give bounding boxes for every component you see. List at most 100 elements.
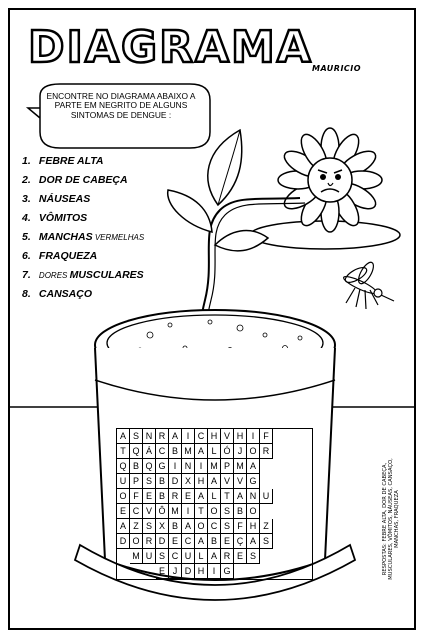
- symptom-item: 1. FEBRE ALTA: [22, 152, 242, 171]
- grid-cell: O: [247, 444, 260, 459]
- symptom-suffix: VERMELHAS: [92, 233, 145, 242]
- symptom-keyword: VÔMITOS: [38, 212, 88, 224]
- symptom-item: 8. CANSAÇO: [22, 285, 242, 304]
- symptom-keyword: DOR DE CABEÇA: [38, 174, 128, 186]
- grid-cell: M: [182, 444, 195, 459]
- grid-cell: P: [221, 459, 234, 474]
- grid-cell: T: [195, 504, 208, 519]
- grid-cell: R: [156, 429, 169, 444]
- grid-cell: Q: [117, 459, 130, 474]
- grid-cell: D: [117, 534, 130, 549]
- grid-cell: C: [156, 444, 169, 459]
- grid-cell: O: [247, 504, 260, 519]
- grid-cell: R: [221, 549, 234, 564]
- grid-cell: F: [260, 429, 273, 444]
- grid-cell: E: [221, 534, 234, 549]
- symptom-keyword: CANSAÇO: [38, 288, 93, 300]
- grid-cell: T: [117, 444, 130, 459]
- symptom-number: 7.: [22, 269, 31, 281]
- grid-cell: O: [195, 519, 208, 534]
- grid-cell: B: [156, 489, 169, 504]
- grid-cell: S: [260, 534, 273, 549]
- grid-cell: Ó: [221, 444, 234, 459]
- grid-cell: B: [156, 474, 169, 489]
- grid-cell: F: [130, 489, 143, 504]
- artist-signature: MAURICIO: [312, 64, 362, 73]
- grid-cell: M: [234, 459, 247, 474]
- grid-cell: P: [130, 474, 143, 489]
- grid-cell: E: [169, 534, 182, 549]
- symptom-number: 5.: [22, 231, 31, 243]
- grid-cell: M: [130, 549, 143, 564]
- grid-cell: O: [208, 504, 221, 519]
- symptom-prefix: DORES: [38, 271, 70, 280]
- grid-cell: B: [169, 519, 182, 534]
- grid-cell: J: [169, 564, 182, 579]
- grid-cell: A: [117, 429, 130, 444]
- grid-cell: S: [221, 504, 234, 519]
- grid-cell: C: [169, 549, 182, 564]
- symptom-keyword: NÁUSEAS: [38, 193, 91, 205]
- grid-cell: Ô: [156, 504, 169, 519]
- grid-cell: A: [195, 489, 208, 504]
- grid-cell: J: [234, 444, 247, 459]
- symptom-number: 6.: [22, 250, 31, 262]
- grid-cell: N: [247, 489, 260, 504]
- symptom-keyword: MUSCULARES: [69, 269, 144, 281]
- grid-cell: U: [182, 549, 195, 564]
- symptom-number: 8.: [22, 288, 31, 300]
- grid-cell: O: [117, 489, 130, 504]
- grid-cell: O: [130, 534, 143, 549]
- speech-bubble: [25, 83, 211, 149]
- grid-cell: L: [208, 444, 221, 459]
- grid-cell: C: [208, 519, 221, 534]
- title-lettering: DIAGRAMA: [27, 21, 313, 75]
- grid-cell: C: [182, 534, 195, 549]
- grid-cell: A: [208, 549, 221, 564]
- symptom-item: 5. MANCHAS VERMELHAS: [22, 228, 242, 247]
- grid-cell: U: [117, 474, 130, 489]
- grid-cell: N: [143, 429, 156, 444]
- grid-cell: H: [247, 519, 260, 534]
- grid-cell: V: [234, 474, 247, 489]
- grid-cell: E: [156, 564, 169, 579]
- grid-cell: M: [169, 504, 182, 519]
- title-text: DIAGRAMA: [28, 22, 313, 73]
- grid-cell: L: [195, 549, 208, 564]
- grid-cell: R: [169, 489, 182, 504]
- grid-cell: A: [117, 519, 130, 534]
- grid-cell: R: [260, 444, 273, 459]
- grid-cell: S: [130, 429, 143, 444]
- grid-cell: H: [208, 429, 221, 444]
- grid-cell: G: [156, 459, 169, 474]
- grid-cell: A: [247, 459, 260, 474]
- symptom-keyword: FRAQUEZA: [38, 250, 98, 262]
- grid-cell: X: [156, 519, 169, 534]
- symptom-keyword: MANCHAS: [38, 231, 93, 243]
- grid-cell: E: [143, 489, 156, 504]
- flower-icon: [277, 127, 383, 233]
- grid-cell: I: [169, 459, 182, 474]
- grid-cell: Z: [260, 519, 273, 534]
- grid-cell: H: [195, 564, 208, 579]
- grid-cell: E: [234, 549, 247, 564]
- symptom-number: 1.: [22, 155, 31, 167]
- grid-cell: S: [247, 549, 260, 564]
- grid-cell: G: [221, 564, 234, 579]
- grid-cell: U: [143, 549, 156, 564]
- grid-cell: N: [182, 459, 195, 474]
- symptom-number: 2.: [22, 174, 31, 186]
- instructions-text: ENCONTRE NO DIAGRAMA ABAIXO A PARTE EM N…: [46, 91, 196, 120]
- grid-cell: A: [247, 534, 260, 549]
- symptom-keyword: FEBRE ALTA: [38, 155, 104, 167]
- grid-cell: F: [234, 519, 247, 534]
- grid-cell: R: [143, 534, 156, 549]
- grid-cell: S: [156, 549, 169, 564]
- pot-saucer: [73, 543, 357, 601]
- symptom-item: 6. FRAQUEZA: [22, 247, 242, 266]
- grid-cell: T: [221, 489, 234, 504]
- symptom-number: 3.: [22, 193, 31, 205]
